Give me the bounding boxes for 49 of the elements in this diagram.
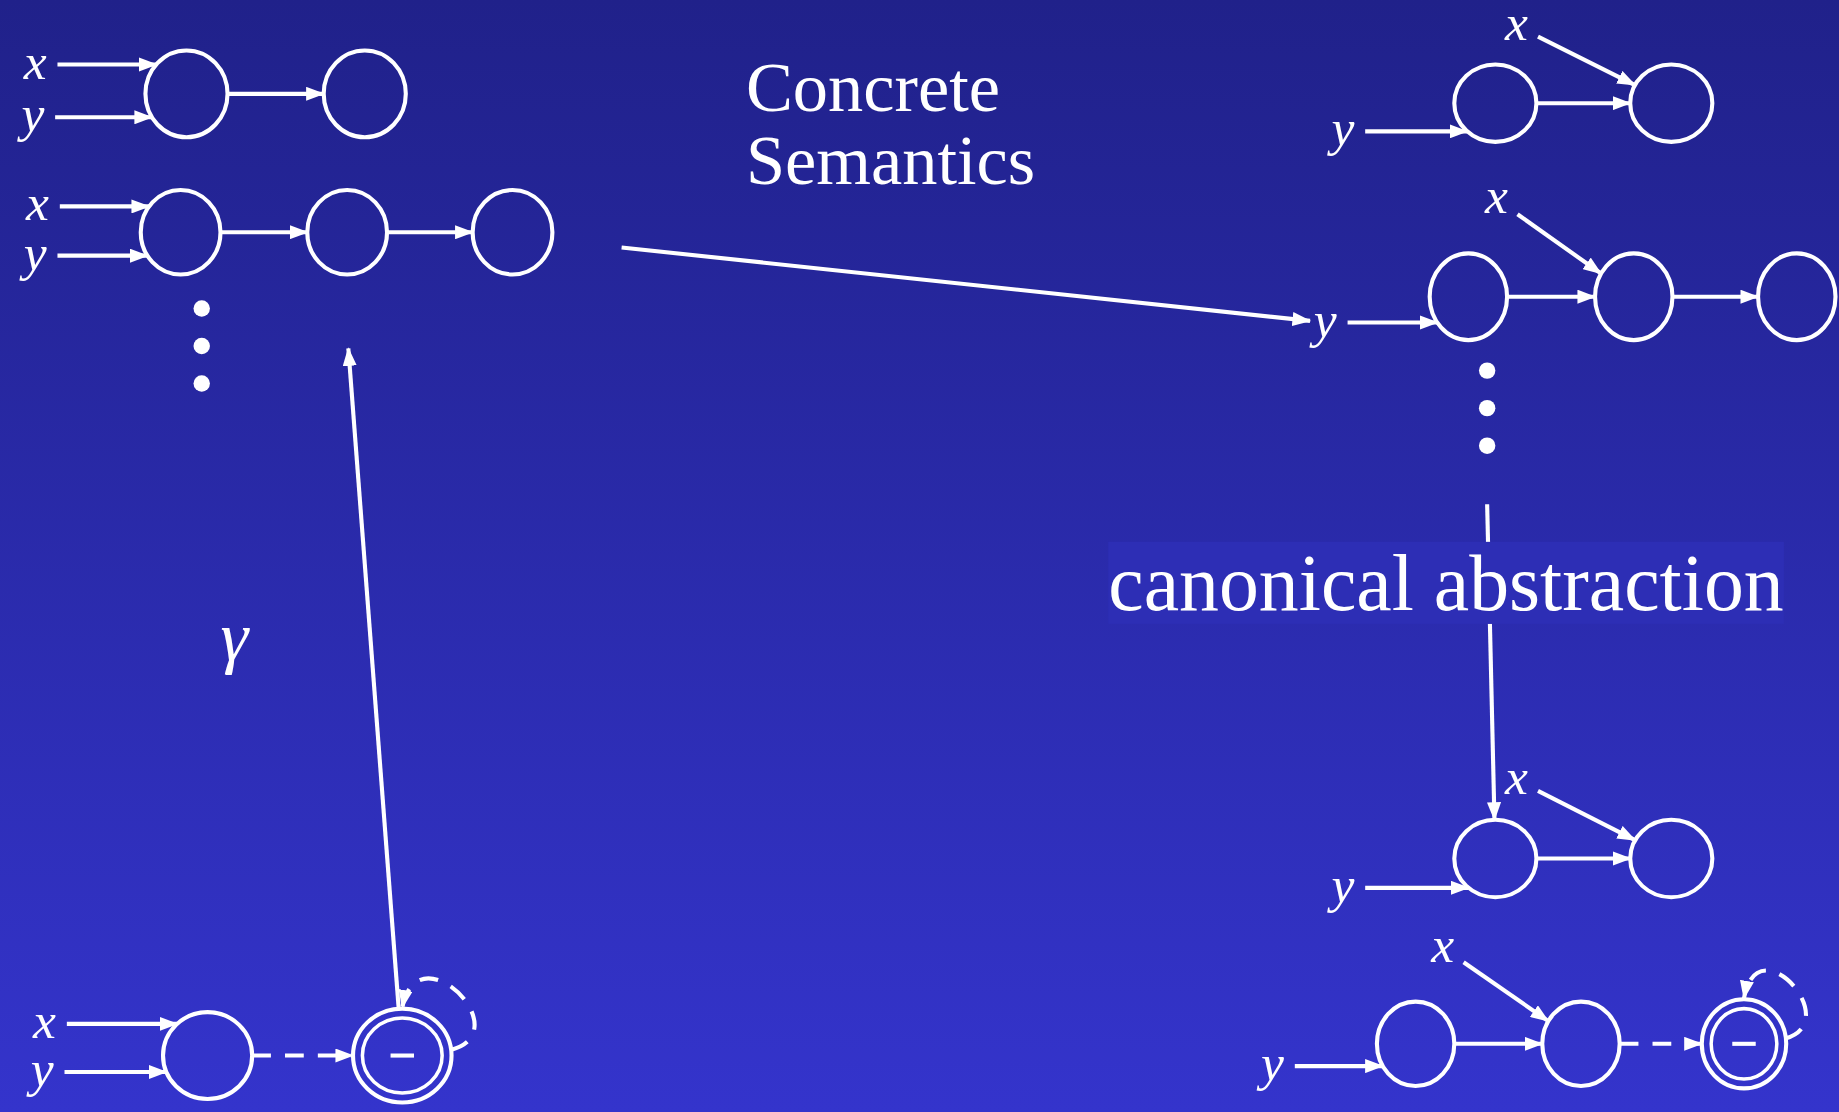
- arrow: [1742, 968, 1808, 1041]
- state-circle: [304, 187, 390, 277]
- state-circle: [470, 187, 555, 277]
- variable-label: x: [1501, 754, 1532, 806]
- edge-label: γ: [220, 600, 249, 674]
- double-circle: [1699, 996, 1789, 1091]
- variable-label: y: [1327, 862, 1359, 914]
- state-circle: [321, 48, 409, 140]
- arrow: [621, 245, 1312, 327]
- state-circle: [1451, 62, 1539, 145]
- state-circle: [143, 48, 230, 140]
- state-circle: [1627, 817, 1715, 900]
- arrow: [1537, 34, 1637, 87]
- state-circle: [1627, 62, 1715, 145]
- state-circle: [1755, 251, 1838, 343]
- variable-label: y: [1257, 1040, 1288, 1092]
- arrow: [66, 1016, 179, 1031]
- state-circle: [1539, 999, 1622, 1089]
- arrow: [1619, 1036, 1703, 1051]
- arrow: [1365, 880, 1470, 895]
- arrow: [227, 86, 325, 101]
- state-circle: [1427, 251, 1510, 343]
- arrow: [1537, 789, 1637, 842]
- arrow: [59, 199, 151, 214]
- variable-label: x: [1481, 173, 1512, 226]
- arrow: [1516, 212, 1603, 276]
- state-circle: [1451, 817, 1539, 900]
- arrow: [1347, 315, 1439, 330]
- variable-label: y: [17, 91, 49, 144]
- edge-label: Concrete Semantics: [745, 51, 1037, 198]
- arrow: [400, 976, 477, 1052]
- edge-label: canonical abstraction: [1108, 541, 1784, 624]
- variable-label: x: [1427, 921, 1458, 974]
- variable-label: y: [1310, 296, 1341, 349]
- arrow: [387, 225, 474, 240]
- arrow: [64, 1064, 168, 1079]
- variable-label: x: [1501, 0, 1532, 52]
- arrow: [57, 248, 149, 263]
- arrow: [342, 347, 401, 1009]
- variable-label: y: [1327, 105, 1359, 158]
- double-circle: [350, 1006, 454, 1105]
- variable-label: x: [19, 38, 51, 91]
- state-circle: [160, 1009, 255, 1102]
- arrow: [1462, 960, 1550, 1023]
- arrow: [1294, 1059, 1384, 1074]
- state-circle: [1592, 251, 1675, 343]
- state-circle: [1374, 999, 1457, 1089]
- state-circle: [138, 187, 223, 277]
- arrow: [57, 57, 158, 72]
